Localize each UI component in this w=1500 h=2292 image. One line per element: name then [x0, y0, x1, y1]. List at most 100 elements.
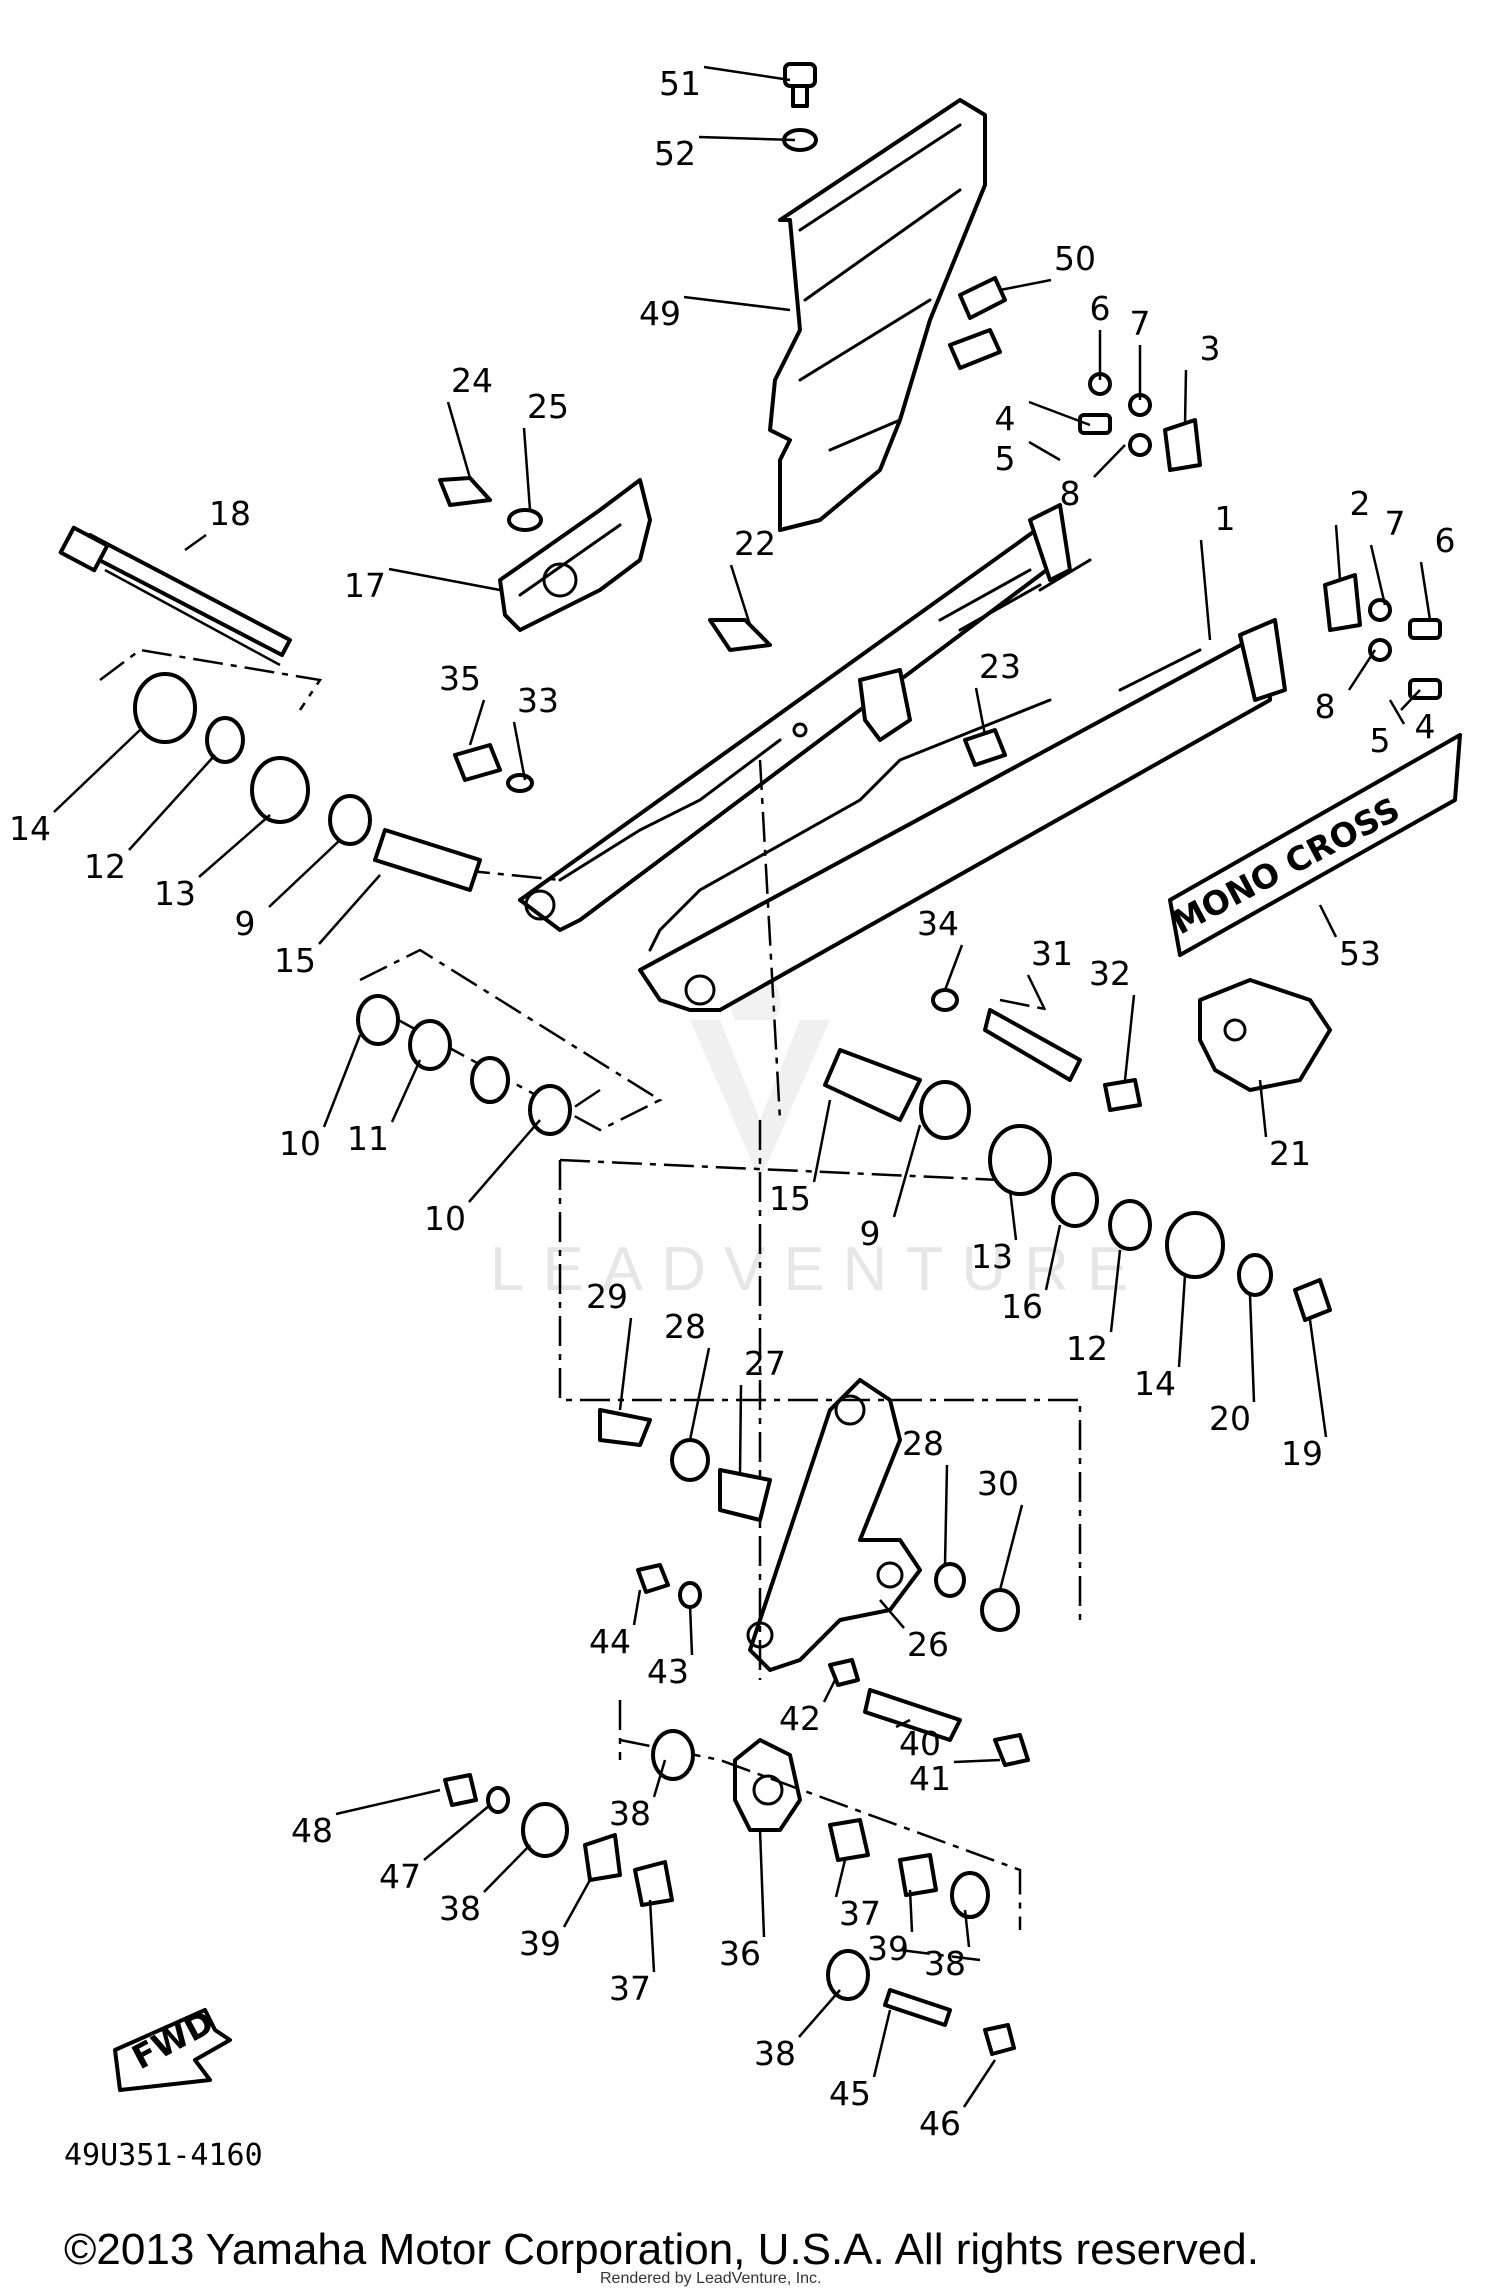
callout-35: 35: [439, 659, 481, 698]
callout-46: 46: [919, 2104, 961, 2143]
leader-line-37: [648, 1899, 656, 1973]
leader-line-47: [423, 1804, 491, 1861]
callout-2: 2: [1350, 484, 1371, 523]
leader-line-3: [1183, 369, 1188, 426]
callout-23: 23: [979, 647, 1021, 686]
callout-11: 11: [347, 1119, 389, 1158]
leader-line-28: [688, 1347, 711, 1441]
leader-line-46: [962, 2059, 997, 2108]
leader-line-11: [390, 1059, 422, 1123]
relay-arm: [746, 1378, 922, 1672]
callout-9: 9: [235, 904, 256, 943]
callout-33: 33: [517, 681, 559, 720]
chain-slider: [1198, 978, 1332, 1092]
decal-text: MONO CROSS: [1165, 789, 1406, 942]
diagram-code: 49U351-4160: [64, 2138, 263, 2173]
callout-34: 34: [917, 904, 959, 943]
callout-31: 31: [1031, 934, 1073, 973]
leader-line-13: [1008, 1189, 1018, 1241]
leader-line-31: [1026, 974, 1047, 1011]
callout-39: 39: [519, 1924, 561, 1963]
callout-42: 42: [779, 1699, 821, 1738]
callout-39: 39: [867, 1929, 909, 1968]
callout-24: 24: [451, 361, 493, 400]
leader-line-38: [652, 1759, 667, 1798]
callout-49: 49: [639, 294, 681, 333]
callout-50: 50: [1054, 239, 1096, 278]
leader-line-34: [943, 944, 964, 991]
leader-line-24: [446, 401, 472, 479]
leader-line-33: [512, 721, 527, 781]
leader-line-32: [1123, 994, 1136, 1081]
callout-36: 36: [719, 1934, 761, 1973]
callout-12: 12: [84, 847, 126, 886]
callout-32: 32: [1089, 954, 1131, 993]
callout-44: 44: [589, 1622, 631, 1661]
callout-25: 25: [527, 387, 569, 426]
callout-28: 28: [664, 1307, 706, 1346]
leader-line-21: [1258, 1079, 1268, 1138]
callout-8: 8: [1060, 474, 1081, 513]
leader-line-35: [468, 699, 486, 746]
leader-line-43: [688, 1604, 694, 1656]
callout-15: 15: [274, 941, 316, 980]
leader-line-5: [1388, 699, 1406, 725]
callout-37: 37: [839, 1894, 881, 1933]
leader-line-9: [892, 1124, 922, 1218]
swingarm: [518, 503, 1287, 1012]
leader-line-14: [1177, 1274, 1187, 1368]
watermark-text: LEADVENTURE: [490, 1235, 1146, 1304]
leader-line-29: [618, 1317, 633, 1411]
callout-48: 48: [291, 1811, 333, 1850]
leader-line-5: [1028, 440, 1061, 462]
leader-line-26: [879, 1599, 905, 1629]
callout-4: 4: [1415, 707, 1436, 746]
callout-13: 13: [154, 874, 196, 913]
leader-line-49: [683, 295, 791, 312]
callout-28: 28: [902, 1424, 944, 1463]
callout-19: 19: [1281, 1434, 1323, 1473]
leader-line-14: [53, 729, 141, 813]
callout-1: 1: [1215, 499, 1236, 538]
callout-53: 53: [1339, 934, 1381, 973]
leader-line-16: [1044, 1224, 1062, 1291]
callout-14: 14: [1134, 1364, 1176, 1403]
leader-line-30: [998, 1504, 1024, 1591]
callout-12: 12: [1066, 1329, 1108, 1368]
leader-line-37: [834, 1859, 847, 1898]
callout-4: 4: [995, 399, 1016, 438]
callout-9: 9: [860, 1214, 881, 1253]
callout-18: 18: [209, 494, 251, 533]
leader-line-20: [1248, 1294, 1256, 1403]
leader-line-8: [1093, 444, 1126, 478]
callout-20: 20: [1209, 1399, 1251, 1438]
callout-38: 38: [924, 1944, 966, 1983]
leader-line-50: [999, 278, 1052, 292]
callout-10: 10: [279, 1124, 321, 1163]
leader-line-28: [943, 1464, 949, 1566]
callout-51: 51: [659, 64, 701, 103]
callout-30: 30: [977, 1464, 1019, 1503]
callout-38: 38: [439, 1889, 481, 1928]
copyright-notice: ©2013 Yamaha Motor Corporation, U.S.A. A…: [64, 2225, 1259, 2274]
leader-line-12: [128, 754, 216, 851]
leader-line-44: [632, 1589, 642, 1626]
leader-line-38: [963, 1909, 971, 1948]
hardware: [133, 62, 1442, 2056]
callout-7: 7: [1130, 304, 1151, 343]
callout-27: 27: [744, 1344, 786, 1383]
leader-line-42: [822, 1679, 837, 1703]
leader-line-4: [1028, 400, 1091, 427]
assembly-lines: [99, 648, 1082, 1962]
leader-line-4: [1400, 689, 1421, 711]
leader-line-36: [758, 1829, 766, 1938]
leader-line-15: [812, 1099, 832, 1183]
callout-5: 5: [1370, 721, 1391, 760]
callout-10: 10: [424, 1199, 466, 1238]
chain-protector: [498, 478, 652, 632]
callout-38: 38: [754, 2034, 796, 2073]
leader-line-38: [798, 1989, 841, 2038]
connecting-rod: [733, 1738, 802, 1832]
callout-38: 38: [609, 1794, 651, 1833]
